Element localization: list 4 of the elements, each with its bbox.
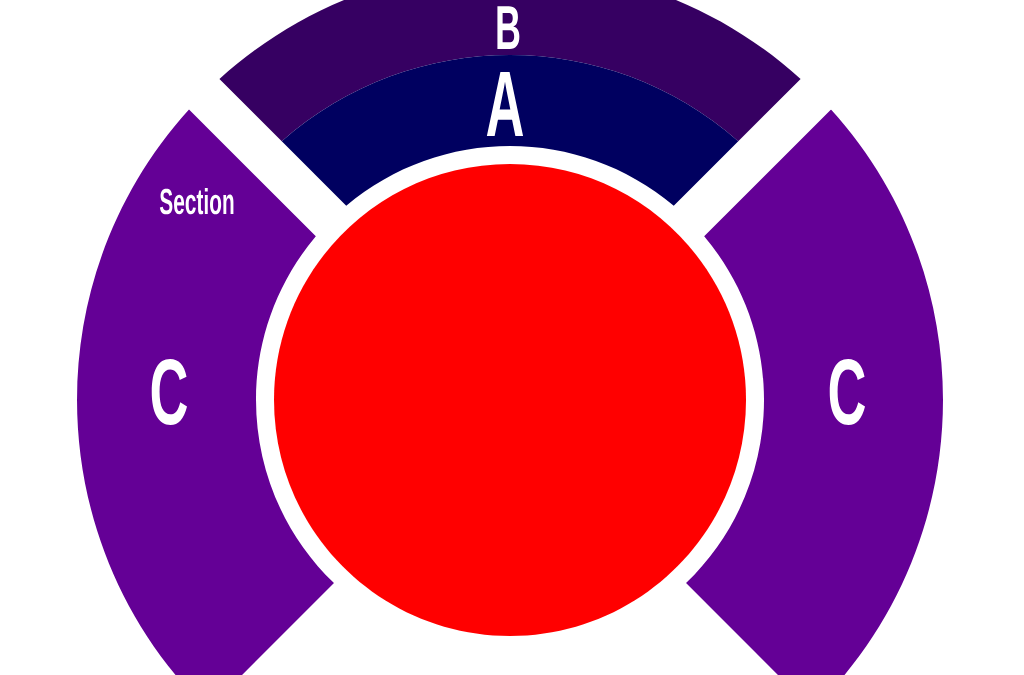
circle	[274, 164, 746, 636]
ring-segment: A	[281, 55, 739, 206]
ring-segment: Section C	[77, 109, 334, 675]
ring-segment: C	[686, 109, 943, 675]
